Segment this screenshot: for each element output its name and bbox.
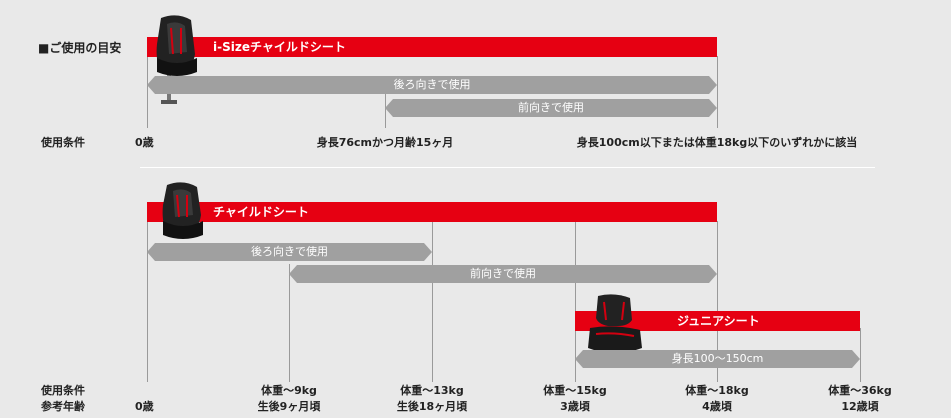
rear-facing-arrow: 後ろ向きで使用 [147, 76, 717, 94]
junior-seat-bar: ジュニアシート [575, 311, 860, 331]
tick-top-13kg: 体重～13kg [400, 384, 464, 397]
rear-facing-label-s2: 後ろ向きで使用 [251, 245, 328, 258]
tick-label-76cm: 身長76cmかつ月齢15ヶ月 [316, 136, 454, 149]
forward-facing-arrow-s2: 前向きで使用 [289, 265, 717, 283]
tick-line-15kg [575, 221, 576, 382]
reference-age-label: 参考年齢 [41, 400, 85, 413]
tick-bottom-0: 0歳 [135, 400, 154, 413]
tick-line-100cm [717, 56, 718, 128]
tick-line-18kg [717, 221, 718, 382]
child-seat-icon [162, 182, 203, 239]
tick-line-0-s2 [147, 221, 148, 382]
tick-top-15kg: 体重～15kg [543, 384, 607, 397]
isize-seat-bar: i-Sizeチャイルドシート [147, 37, 717, 57]
tick-line-9kg [289, 264, 290, 382]
tick-bottom-13kg: 生後18ヶ月頃 [396, 400, 468, 413]
tick-top-36kg: 体重～36kg [828, 384, 892, 397]
height-range-label: 身長100～150cm [671, 352, 764, 365]
tick-bottom-9kg: 生後9ヶ月頃 [257, 400, 321, 413]
tick-line-13kg [432, 221, 433, 382]
rear-facing-label: 後ろ向きで使用 [393, 78, 471, 91]
junior-seat-icon [588, 294, 642, 353]
page-title: ■ご使用の目安 [38, 41, 122, 55]
isize-seat-label: i-Sizeチャイルドシート [213, 40, 346, 54]
tick-bottom-36kg: 12歳頃 [841, 400, 879, 413]
tick-label-100cm: 身長100cm以下または体重18kg以下のいずれかに該当 [576, 136, 858, 149]
rear-facing-arrow-s2: 後ろ向きで使用 [147, 243, 432, 261]
tick-line-0 [147, 56, 148, 128]
child-seat-label: チャイルドシート [213, 205, 309, 219]
tick-line-76cm [385, 90, 386, 128]
forward-facing-arrow: 前向きで使用 [385, 99, 717, 117]
forward-facing-label-s2: 前向きで使用 [470, 267, 536, 280]
tick-top-9kg: 体重～9kg [261, 384, 317, 397]
tick-top-18kg: 体重～18kg [685, 384, 749, 397]
condition-label: 使用条件 [41, 136, 85, 149]
tick-bottom-18kg: 4歳頃 [702, 400, 732, 413]
height-range-arrow: 身長100～150cm [575, 350, 860, 368]
junior-seat-label: ジュニアシート [677, 314, 760, 328]
forward-facing-label: 前向きで使用 [518, 101, 584, 114]
tick-label-0: 0歳 [135, 136, 154, 149]
tick-bottom-15kg: 3歳頃 [560, 400, 590, 413]
child-seat-bar: チャイルドシート [147, 202, 717, 222]
section-divider [140, 167, 875, 168]
condition-label-s2: 使用条件 [41, 384, 85, 397]
tick-line-36kg [860, 328, 861, 382]
